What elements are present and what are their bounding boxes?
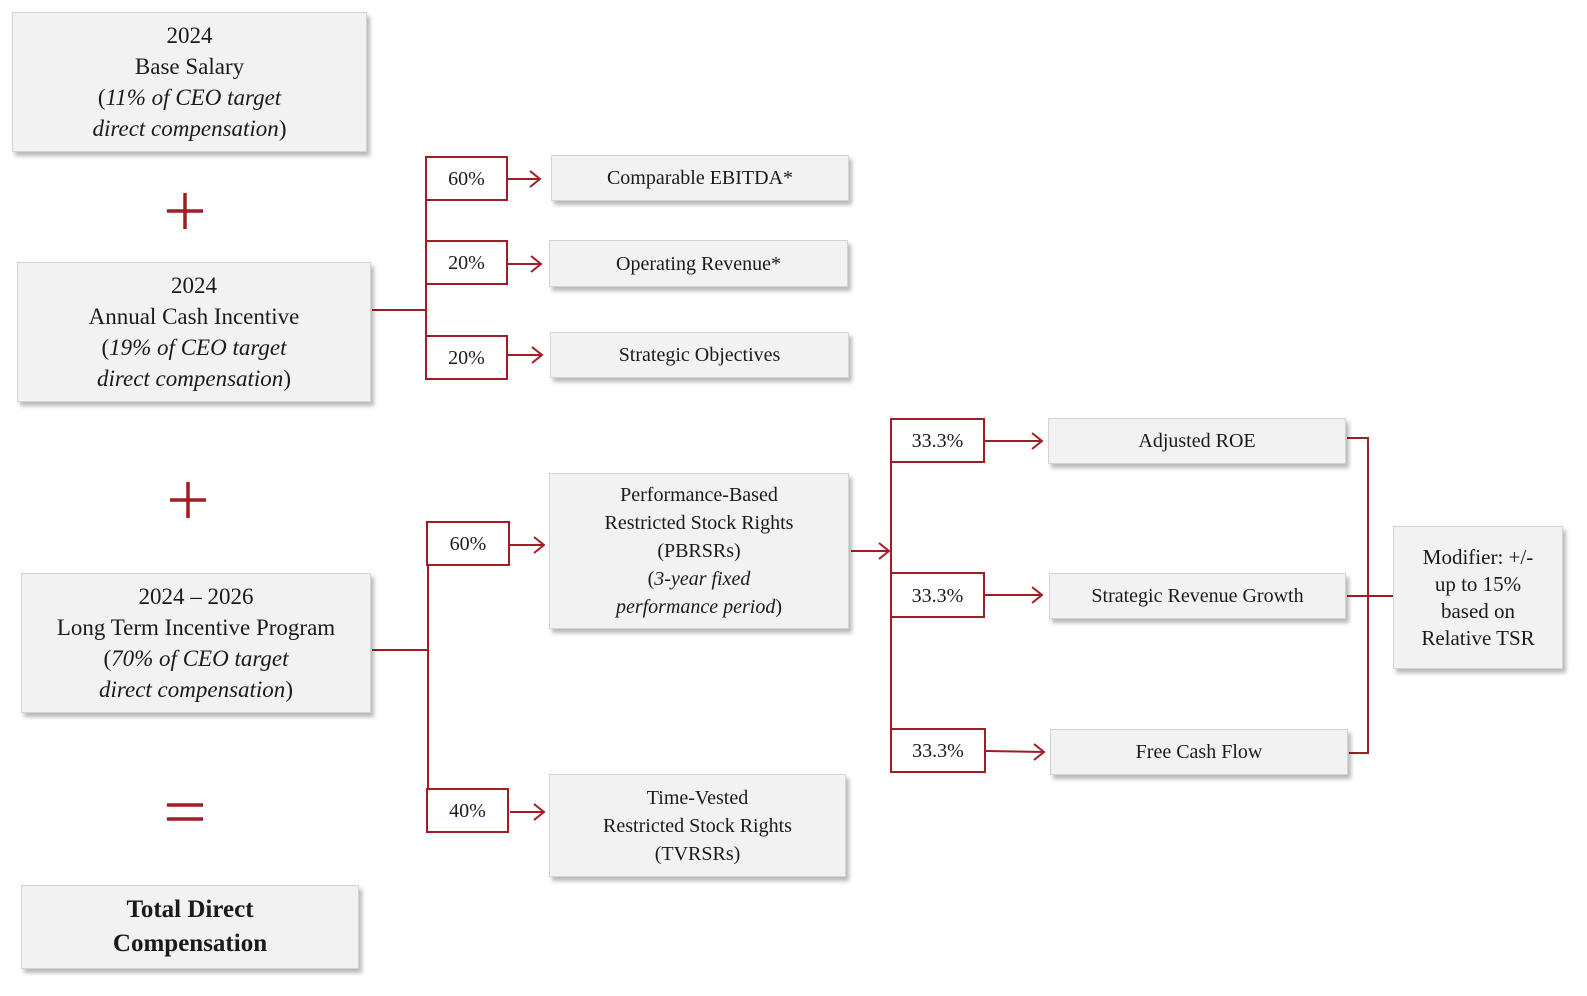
lti-arrow-pbrsr [510,536,546,554]
metric-adjusted-roe: Adjusted ROE [1048,418,1346,464]
pbrsr-arrow-3 [985,743,1046,761]
modifier-line-4: Relative TSR [1421,625,1535,650]
pbrsr-arrow-1 [985,432,1044,450]
plus-operator-1 [167,193,203,229]
total-line-1: Total Direct [126,896,254,923]
base-salary-share-cont: direct compensation) [92,116,287,141]
equals-operator [167,803,203,821]
metric-strategic-objectives: Strategic Objectives [550,332,849,378]
modifier-bracket [1347,437,1393,754]
pbrsr-arrow-2 [985,586,1044,604]
annual-cash-share-cont: direct compensation) [97,366,291,391]
metric-strategic-objectives-label: Strategic Objectives [618,344,781,366]
annual-trunk-connector [372,179,427,358]
metric-comparable-ebitda-label: Comparable EBITDA* [606,167,794,189]
weight-adjusted-roe: 33.3% [890,418,985,463]
long-term-share: (70% of CEO target [103,646,289,671]
tvrsr-line-1: Time-Vested [646,786,749,809]
modifier-line-2: up to 15% [1434,571,1522,596]
annual-arrow-1 [508,170,542,188]
metric-adjusted-roe-label: Adjusted ROE [1138,430,1256,452]
lti-arrow-tvrsr [510,803,546,821]
weight-strategic-objectives: 20% [425,335,508,380]
annual-cash-share: (19% of CEO target [101,335,287,360]
pbrsr-line-1: Performance-Based [620,484,778,506]
tvrsr-box: Time-Vested Restricted Stock Rights (TVR… [549,774,846,877]
long-term-share-cont: direct compensation) [99,677,293,702]
pbrsr-box: Performance-Based Restricted Stock Right… [549,473,849,629]
weight-comparable-ebitda: 60% [425,156,508,201]
weight-pbrsr: 60% [426,521,510,566]
metric-free-cash-flow: Free Cash Flow [1050,729,1348,775]
metric-comparable-ebitda: Comparable EBITDA* [551,155,849,201]
metric-operating-revenue-label: Operating Revenue* [616,252,781,275]
weight-strategic-revenue-growth: 33.3% [890,572,985,618]
modifier-line-1: Modifier: +/- [1422,544,1534,569]
annual-arrow-3 [508,346,544,364]
pbrsr-arrow-out [851,542,891,560]
metric-strategic-revenue-growth-label: Strategic Revenue Growth [1091,585,1304,607]
base-salary-year: 2024 [166,23,213,48]
annual-arrow-2 [508,255,543,273]
base-salary-title: Base Salary [134,54,245,79]
total-line-2: Compensation [112,930,268,957]
annual-cash-year: 2024 [171,273,217,298]
long-term-title: Long Term Incentive Program [56,615,336,640]
modifier-line-3: based on [1440,598,1516,623]
pbrsr-line-3: (PBRSRs) [657,540,741,562]
pbrsr-period: (3-year fixed [647,568,751,590]
tvrsr-line-3: (TVRSRs) [654,842,741,865]
metric-strategic-revenue-growth: Strategic Revenue Growth [1049,573,1346,619]
metric-free-cash-flow-label: Free Cash Flow [1135,741,1263,763]
metric-operating-revenue: Operating Revenue* [549,240,848,287]
annual-cash-title: Annual Cash Incentive [88,304,300,329]
tvrsr-line-2: Restricted Stock Rights [603,814,792,837]
pbrsr-line-2: Restricted Stock Rights [604,512,794,534]
pbrsr-period-cont: performance period) [615,596,783,618]
long-term-years: 2024 – 2026 [138,584,254,609]
long-term-incentive-box: 2024 – 2026 Long Term Incentive Program … [21,573,371,713]
annual-cash-incentive-box: 2024 Annual Cash Incentive (19% of CEO t… [17,262,371,402]
weight-operating-revenue: 20% [425,240,508,285]
base-salary-share: (11% of CEO target [97,85,282,110]
total-direct-compensation-box: Total Direct Compensation [21,885,359,969]
relative-tsr-modifier-box: Modifier: +/- up to 15% based on Relativ… [1393,526,1563,669]
lti-trunk-connector [372,545,429,812]
base-salary-box: 2024 Base Salary (11% of CEO target dire… [12,12,367,152]
weight-tvrsr: 40% [426,788,509,833]
weight-free-cash-flow: 33.3% [890,728,986,773]
plus-operator-2 [170,482,206,518]
